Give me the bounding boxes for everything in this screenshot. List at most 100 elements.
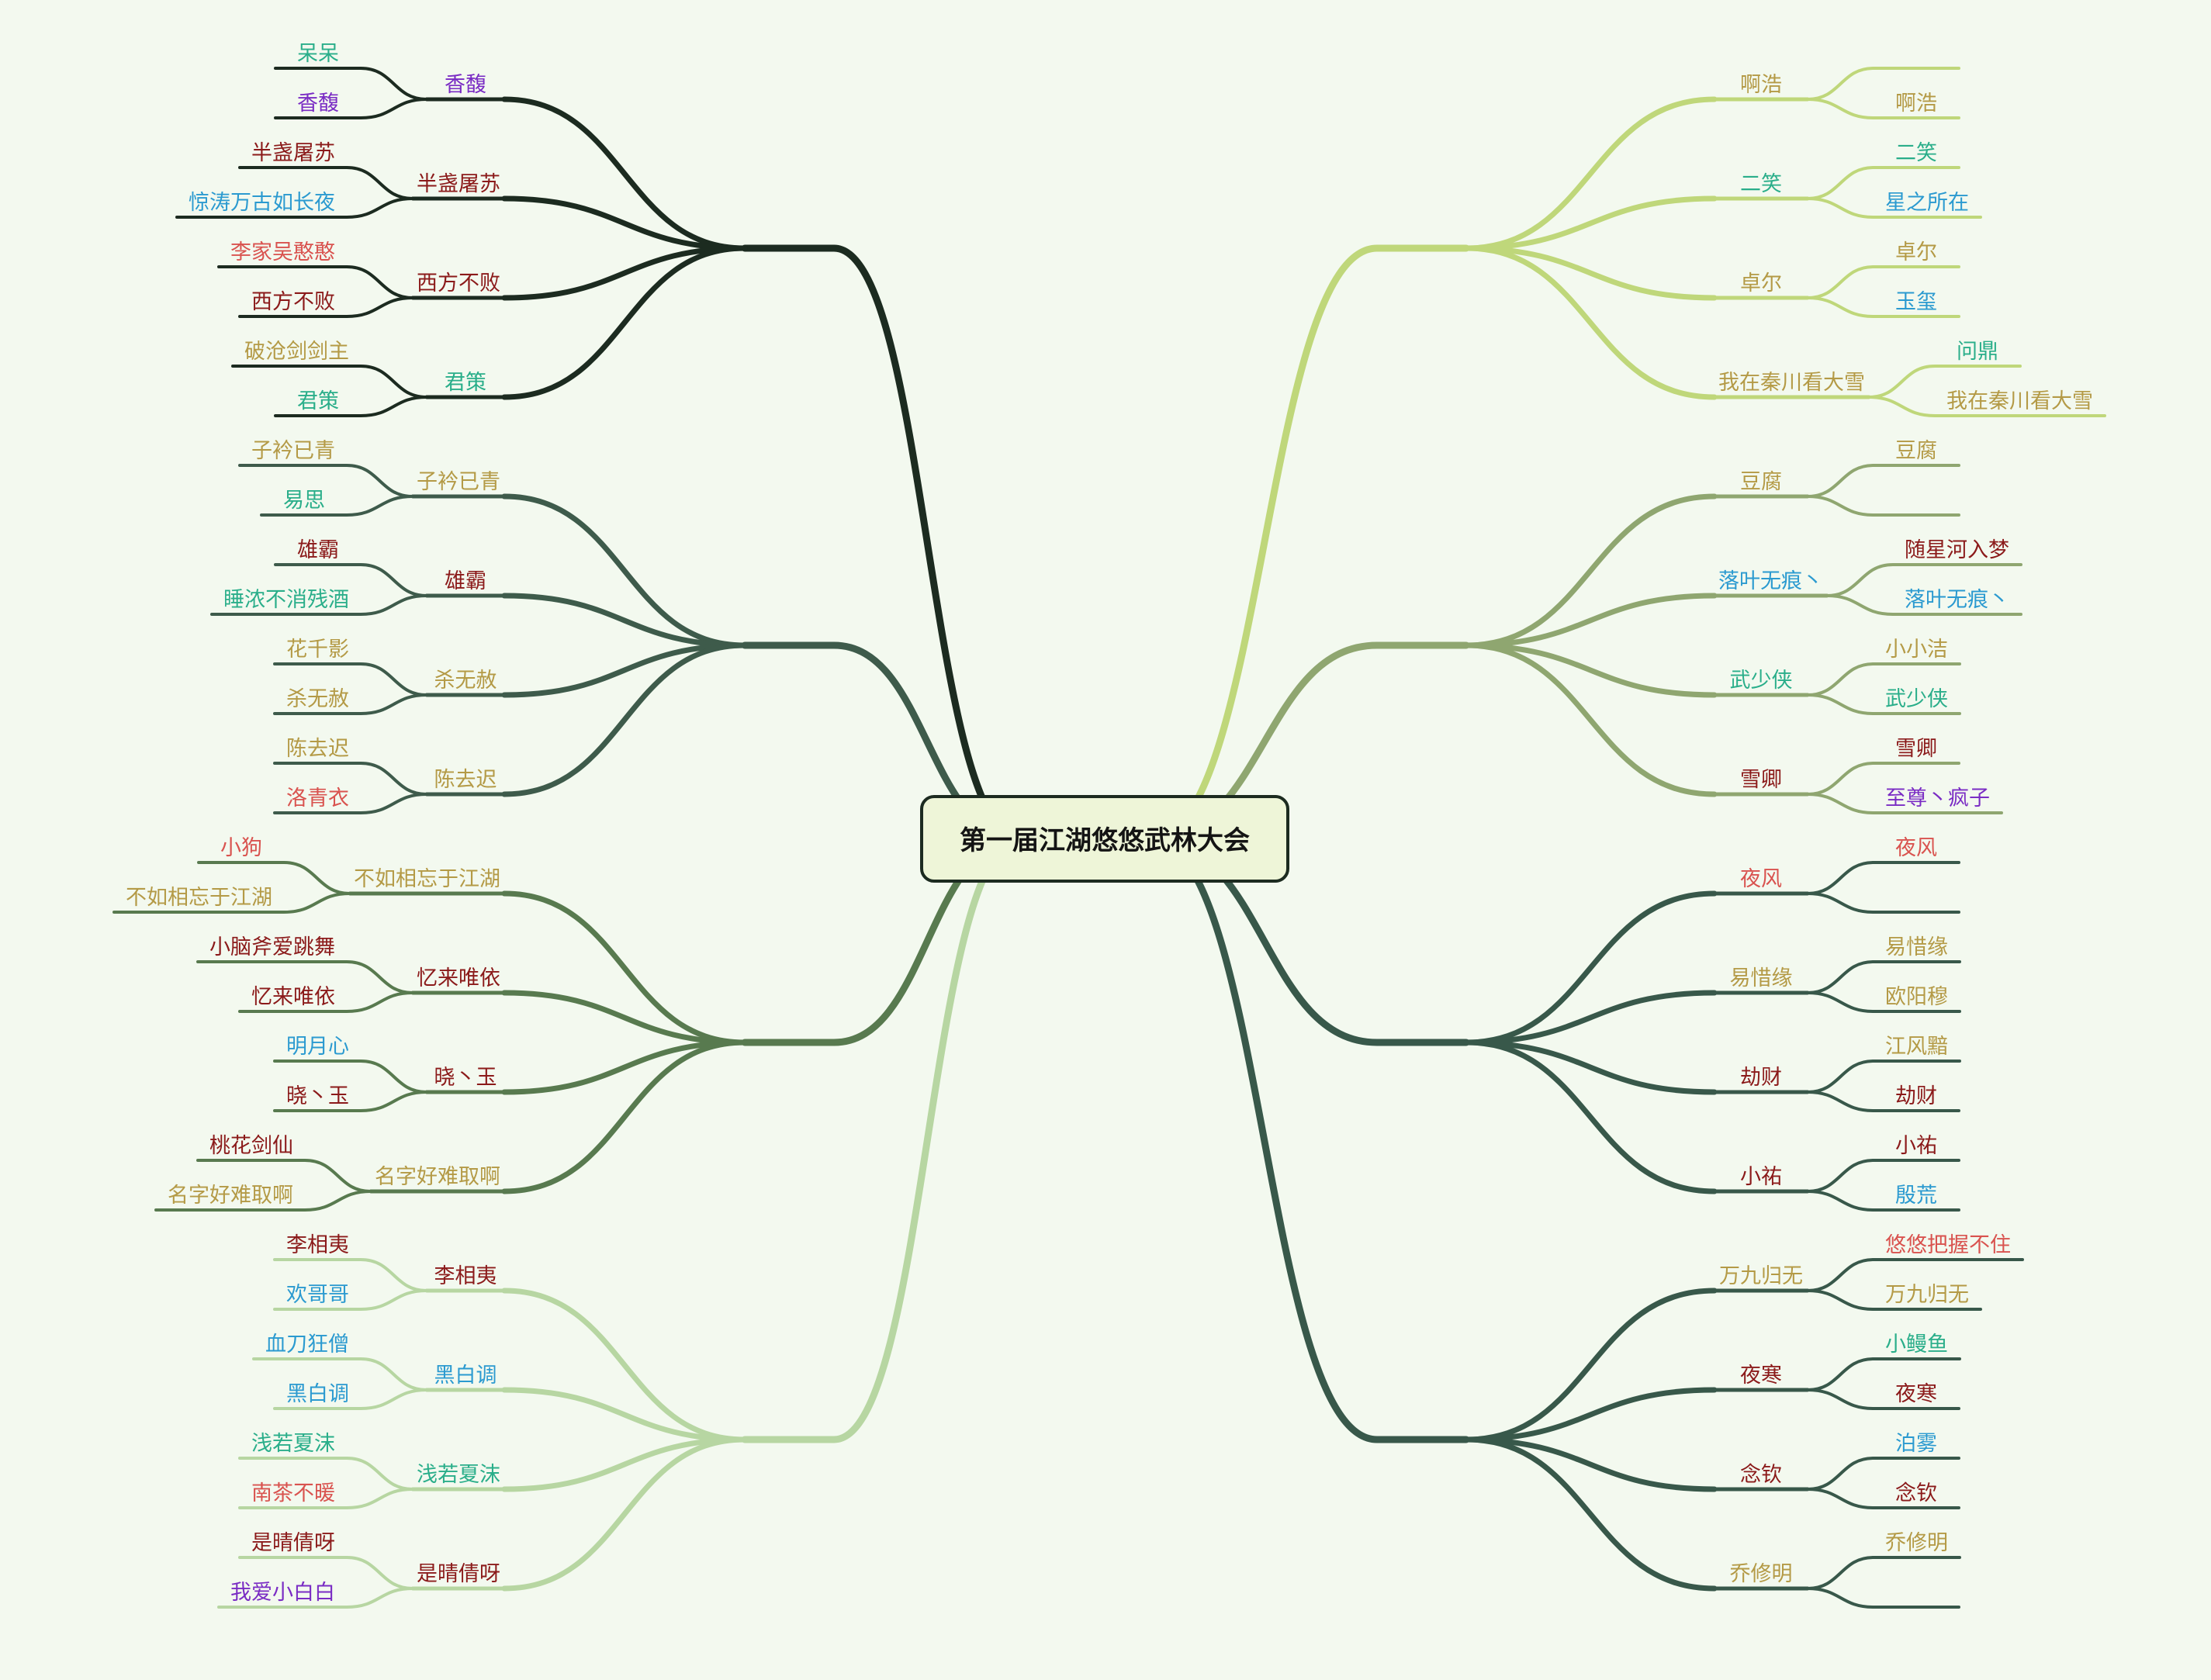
branch-2-sub-1-leaf-1-label[interactable]: 忆来唯依 — [251, 985, 335, 1009]
branch-2-sub-3-leaf-0-label[interactable]: 桃花剑仙 — [209, 1134, 293, 1158]
branch-6-sub-3-label[interactable]: 小祐 — [1740, 1165, 1782, 1189]
branch-7-sub-3-leaf-0-label[interactable]: 乔修明 — [1885, 1531, 1948, 1555]
branch-0-sub-0-leaf-0-label[interactable]: 呆呆 — [297, 42, 339, 66]
branch-5-sub-2-leaf-1-label[interactable]: 武少侠 — [1885, 687, 1948, 711]
branch-4-sub-1-leaf-1-label[interactable]: 星之所在 — [1885, 191, 1969, 215]
branch-5-sub-0-label[interactable]: 豆腐 — [1740, 470, 1782, 494]
branch-0-sub-2-label[interactable]: 西方不败 — [417, 271, 500, 296]
branch-4-sub-3-leaf-0-label[interactable]: 问鼎 — [1957, 340, 1998, 364]
branch-7-sub-0-label[interactable]: 万九归无 — [1719, 1264, 1803, 1288]
branch-6-sub-2-connector — [1463, 1039, 1718, 1095]
branch-6-sub-3-leaf-1-label[interactable]: 殷荒 — [1895, 1184, 1937, 1208]
branch-2-sub-3-leaf-1-label[interactable]: 名字好难取啊 — [168, 1184, 293, 1208]
branch-5-sub-1-leaf-1-label[interactable]: 落叶无痕丶 — [1905, 588, 2009, 612]
branch-7-sub-1-label[interactable]: 夜寒 — [1740, 1364, 1782, 1388]
branch-4-sub-2-leaf-0-label[interactable]: 卓尔 — [1895, 240, 1937, 264]
branch-4-sub-1-label[interactable]: 二笑 — [1740, 172, 1782, 196]
branch-4-sub-1-leaf-0-label[interactable]: 二笑 — [1895, 141, 1937, 165]
branch-3-sub-0-leaf-0-label[interactable]: 李相夷 — [286, 1233, 349, 1257]
branch-1-sub-0-leaf-0-label[interactable]: 子衿已青 — [251, 439, 335, 463]
branch-7-sub-1-leaf-1-label[interactable]: 夜寒 — [1895, 1382, 1937, 1406]
branch-2-sub-3-label[interactable]: 名字好难取啊 — [375, 1165, 500, 1189]
branch-5-sub-0-leaf-0-label[interactable]: 豆腐 — [1895, 439, 1937, 463]
branch-1-sub-0-leaf-1-label[interactable]: 易思 — [283, 489, 325, 513]
branch-6-sub-1-leaf-0-label[interactable]: 易惜缘 — [1885, 935, 1948, 959]
branch-3-sub-3-leaf-1-connector — [217, 1587, 414, 1609]
branch-3-sub-3-label[interactable]: 是晴倩呀 — [417, 1562, 500, 1586]
branch-1-sub-1-leaf-0-label[interactable]: 雄霸 — [297, 538, 339, 562]
branch-0-sub-2-leaf-1-label[interactable]: 西方不败 — [251, 290, 335, 314]
branch-5-sub-2-label[interactable]: 武少侠 — [1730, 669, 1793, 693]
branch-1-sub-2-label[interactable]: 杀无赦 — [434, 669, 497, 693]
branch-2-sub-1-leaf-1-connector — [238, 991, 414, 1013]
branch-4-sub-0-label[interactable]: 啊浩 — [1740, 73, 1782, 97]
branch-3-sub-2-label[interactable]: 浅若夏沫 — [417, 1463, 500, 1487]
branch-4-sub-2-leaf-1-label[interactable]: 玉玺 — [1895, 290, 1937, 314]
root-node[interactable]: 第一届江湖悠悠武林大会 — [920, 795, 1289, 883]
branch-3-sub-0-leaf-1-label[interactable]: 欢哥哥 — [286, 1283, 349, 1307]
branch-1-sub-3-leaf-1-label[interactable]: 洛青衣 — [286, 786, 349, 811]
branch-5-sub-3-leaf-1-label[interactable]: 至尊丶疯子 — [1885, 786, 1990, 811]
branch-0-sub-3-leaf-0-connector — [231, 365, 428, 399]
branch-1-sub-3-leaf-0-label[interactable]: 陈去迟 — [286, 737, 349, 761]
branch-2-sub-1-leaf-0-label[interactable]: 小脑斧爱跳舞 — [209, 935, 335, 959]
branch-6-sub-2-label[interactable]: 劫财 — [1740, 1066, 1782, 1090]
branch-0-sub-3-label[interactable]: 君策 — [445, 371, 486, 395]
branch-3-sub-1-leaf-1-label[interactable]: 黑白调 — [286, 1382, 349, 1406]
branch-2-sub-0-label[interactable]: 不如相忘于江湖 — [354, 867, 500, 891]
branch-1-sub-2-leaf-1-label[interactable]: 杀无赦 — [286, 687, 349, 711]
branch-0-sub-2-leaf-0-label[interactable]: 李家吴憨憨 — [230, 240, 335, 264]
branch-5-sub-1-leaf-0-label[interactable]: 随星河入梦 — [1905, 538, 2009, 562]
branch-4-sub-0-leaf-1-label[interactable]: 啊浩 — [1895, 92, 1937, 116]
branch-1-sub-0-label[interactable]: 子衿已青 — [417, 470, 500, 494]
branch-3-sub-2-leaf-1-label[interactable]: 南茶不暖 — [251, 1481, 335, 1505]
branch-1-sub-1-label[interactable]: 雄霸 — [445, 569, 486, 593]
branch-3-sub-1-leaf-0-label[interactable]: 血刀狂僧 — [265, 1333, 349, 1357]
branch-2-sub-2-leaf-1-label[interactable]: 晓丶玉 — [286, 1084, 349, 1108]
branch-2-sub-2-label[interactable]: 晓丶玉 — [434, 1066, 497, 1090]
branch-5-sub-3-label[interactable]: 雪卿 — [1740, 768, 1782, 792]
branch-1-sub-2-leaf-0-label[interactable]: 花千影 — [286, 638, 349, 662]
branch-3-sub-3-leaf-0-label[interactable]: 是晴倩呀 — [251, 1531, 335, 1555]
branch-3-sub-1-label[interactable]: 黑白调 — [434, 1364, 497, 1388]
branch-4-sub-1-connector — [1463, 195, 1718, 251]
branch-0-sub-3-leaf-1-label[interactable]: 君策 — [297, 389, 339, 413]
branch-7-sub-2-label[interactable]: 念钦 — [1740, 1463, 1782, 1487]
branch-7-sub-2-leaf-1-label[interactable]: 念钦 — [1895, 1481, 1937, 1505]
branch-1-sub-3-label[interactable]: 陈去迟 — [434, 768, 497, 792]
branch-6-sub-3-leaf-0-label[interactable]: 小祐 — [1895, 1134, 1937, 1158]
branch-3-sub-3-leaf-1-label[interactable]: 我爱小白白 — [230, 1581, 335, 1605]
branch-1-sub-1-leaf-1-label[interactable]: 睡浓不消残酒 — [223, 588, 349, 612]
branch-6-sub-0-label[interactable]: 夜风 — [1740, 867, 1782, 891]
branch-7-sub-0-leaf-0-label[interactable]: 悠悠把握不住 — [1885, 1233, 2011, 1257]
branch-2-sub-1-label[interactable]: 忆来唯依 — [417, 966, 500, 990]
branch-4-sub-2-label[interactable]: 卓尔 — [1740, 271, 1782, 296]
branch-6-sub-2-leaf-1-label[interactable]: 劫财 — [1895, 1084, 1937, 1108]
branch-7-sub-1-leaf-0-label[interactable]: 小鳗鱼 — [1885, 1333, 1948, 1357]
branch-6-sub-1-leaf-1-label[interactable]: 欧阳穆 — [1885, 985, 1948, 1009]
branch-4-sub-3-leaf-1-label[interactable]: 我在秦川看大雪 — [1946, 389, 2093, 413]
branch-0-sub-1-label[interactable]: 半盏屠苏 — [417, 172, 500, 196]
branch-0-sub-0-leaf-1-label[interactable]: 香馥 — [297, 92, 339, 116]
branch-0-sub-1-leaf-0-label[interactable]: 半盏屠苏 — [251, 141, 335, 165]
branch-5-sub-2-leaf-0-label[interactable]: 小小洁 — [1885, 638, 1948, 662]
branch-7-sub-2-leaf-0-label[interactable]: 泊雾 — [1895, 1432, 1937, 1456]
branch-4-sub-3-label[interactable]: 我在秦川看大雪 — [1718, 371, 1865, 395]
branch-0-sub-0-label[interactable]: 香馥 — [445, 73, 486, 97]
branch-5-sub-1-label[interactable]: 落叶无痕丶 — [1718, 569, 1823, 593]
branch-7-sub-0-leaf-1-label[interactable]: 万九归无 — [1885, 1283, 1969, 1307]
branch-2-sub-0-leaf-1-label[interactable]: 不如相忘于江湖 — [126, 886, 272, 910]
branch-0-sub-3-leaf-0-label[interactable]: 破沧剑剑主 — [244, 340, 349, 364]
branch-2-sub-3-leaf-1-connector — [154, 1190, 372, 1212]
branch-6-sub-2-leaf-0-label[interactable]: 江风黯 — [1885, 1035, 1948, 1059]
branch-6-sub-1-label[interactable]: 易惜缘 — [1730, 966, 1793, 990]
branch-5-sub-3-leaf-0-label[interactable]: 雪卿 — [1895, 737, 1937, 761]
branch-3-sub-2-leaf-0-label[interactable]: 浅若夏沫 — [251, 1432, 335, 1456]
branch-0-sub-1-leaf-1-label[interactable]: 惊涛万古如长夜 — [189, 191, 335, 215]
branch-2-sub-0-leaf-0-label[interactable]: 小狗 — [220, 836, 262, 860]
branch-7-sub-3-label[interactable]: 乔修明 — [1730, 1562, 1793, 1586]
branch-6-sub-0-leaf-0-label[interactable]: 夜风 — [1895, 836, 1937, 860]
branch-3-sub-0-label[interactable]: 李相夷 — [434, 1264, 497, 1288]
root-node-box[interactable] — [920, 795, 1289, 883]
branch-2-sub-2-leaf-0-label[interactable]: 明月心 — [286, 1035, 349, 1059]
